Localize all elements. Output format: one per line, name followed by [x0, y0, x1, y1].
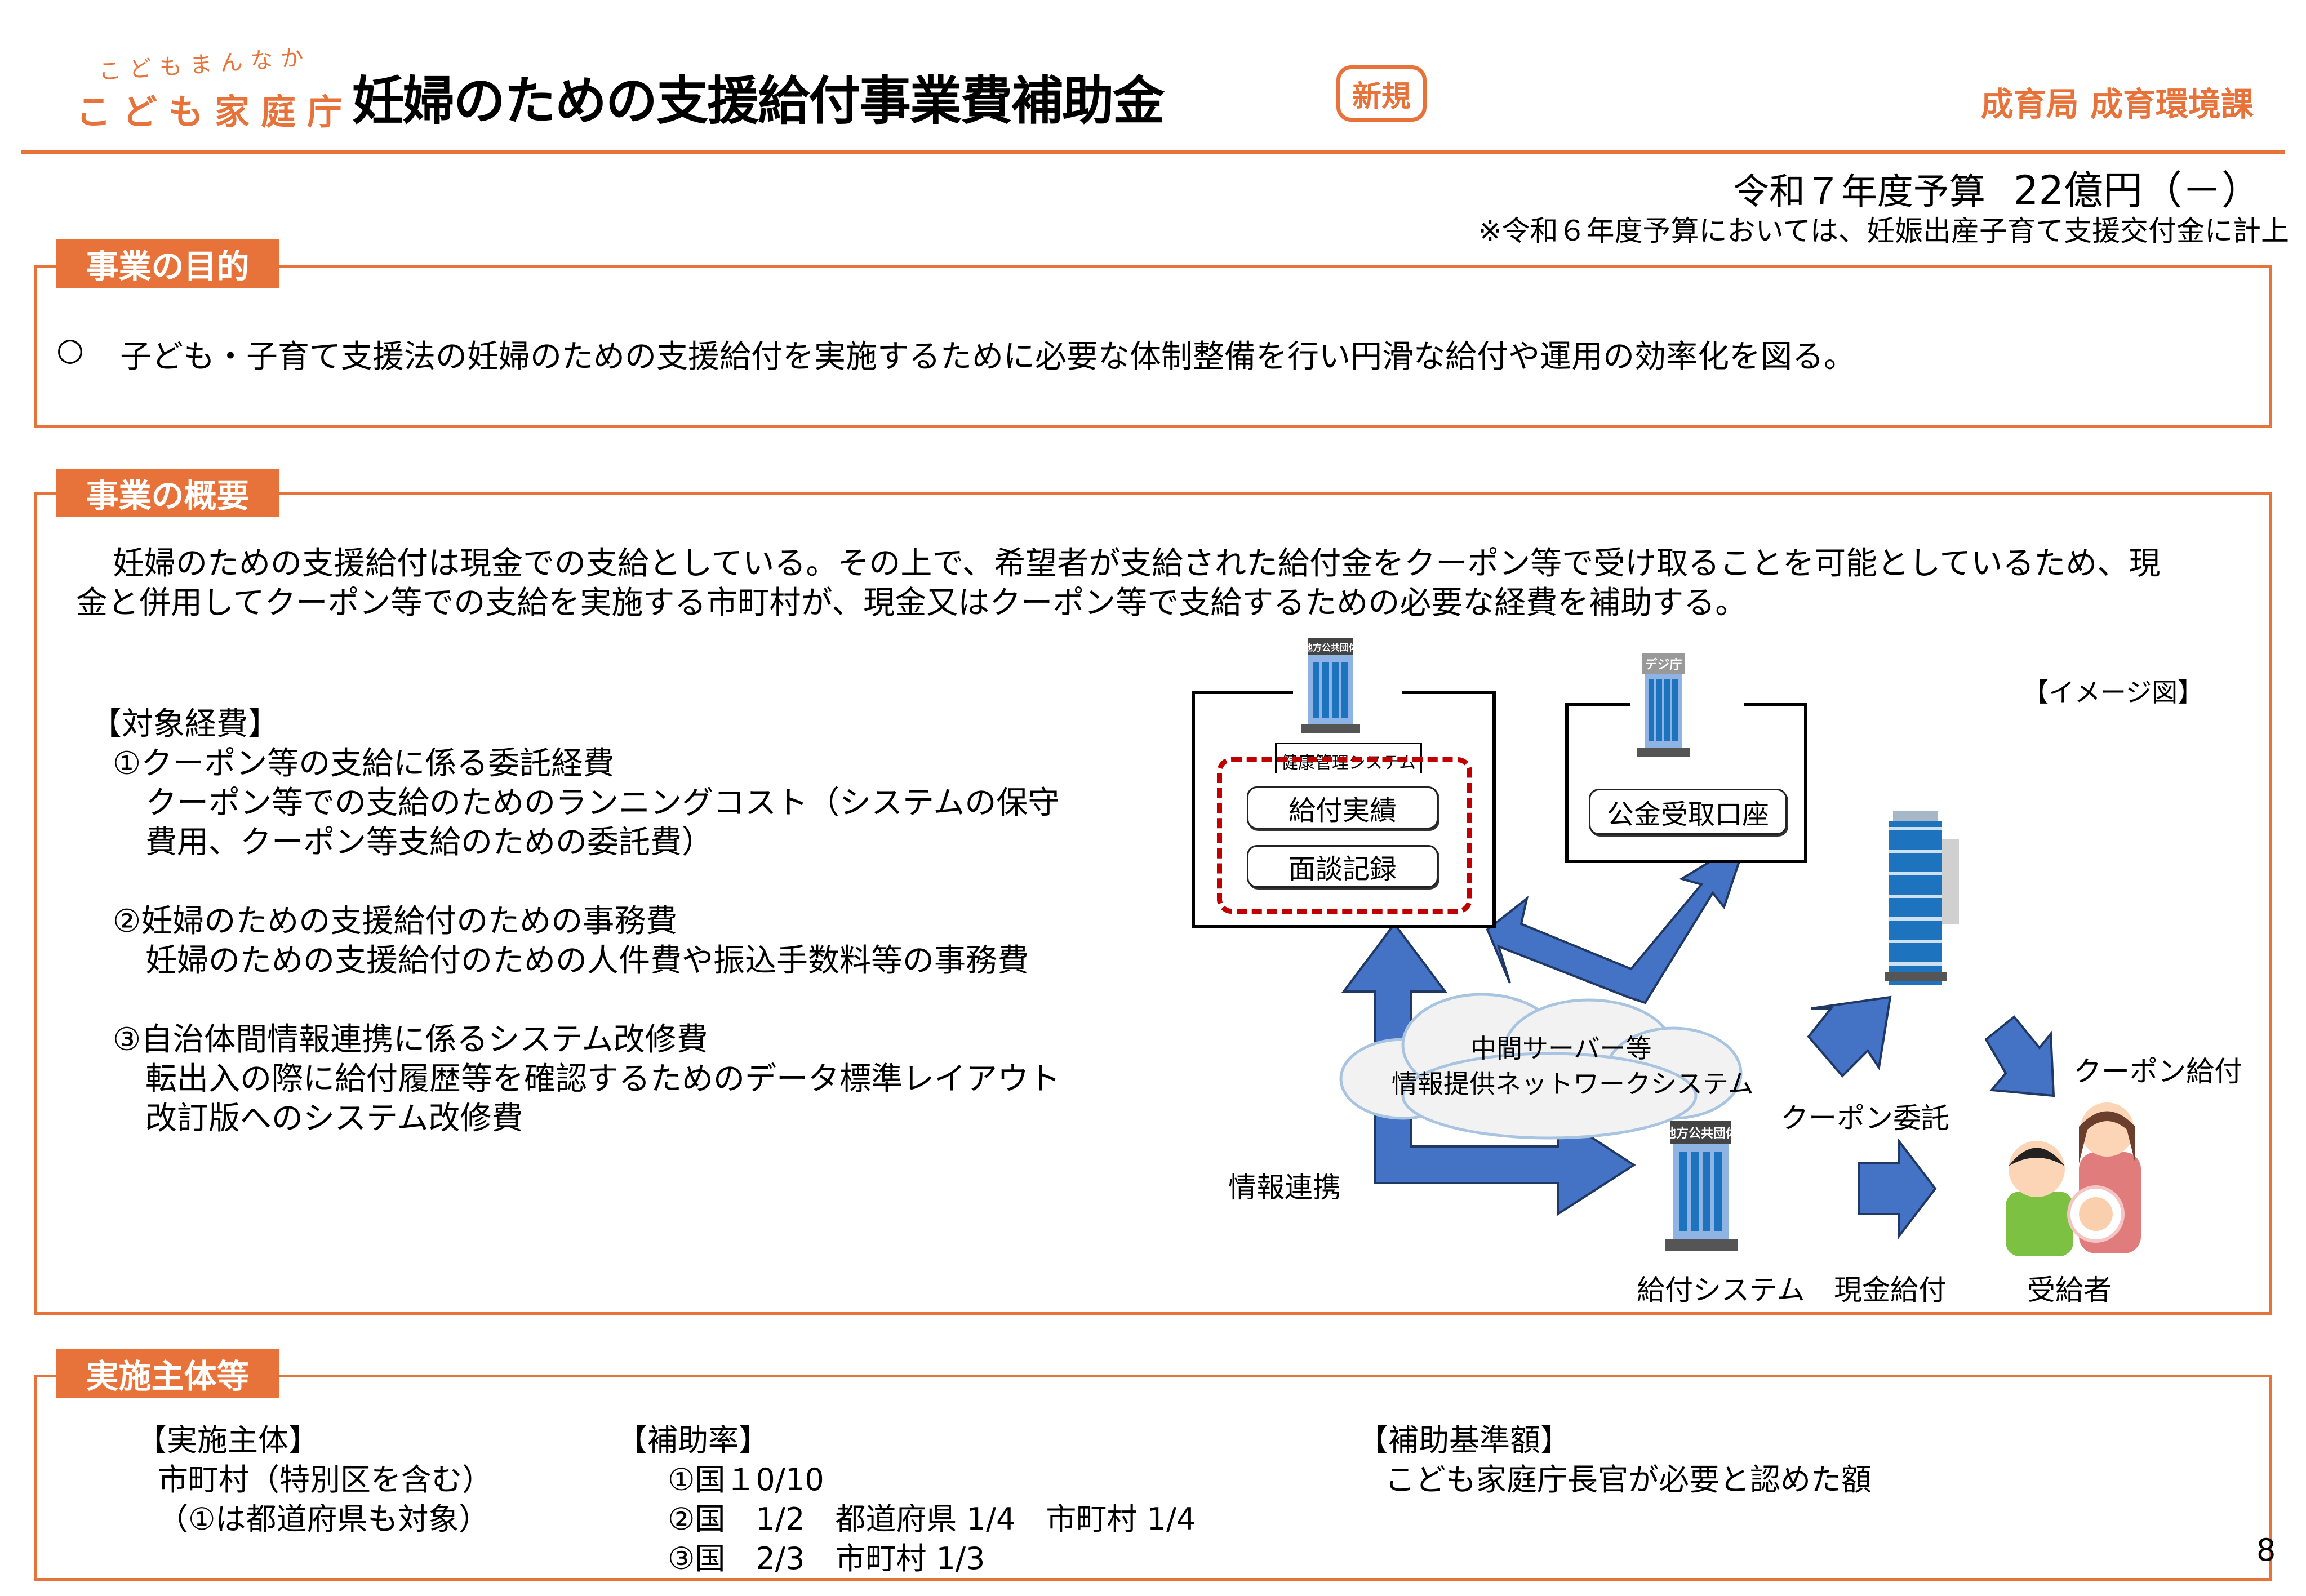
- cloud-label-line2: 情報提供ネットワークシステム: [1392, 1069, 1754, 1099]
- expenses-heading: 【対象経費】: [90, 706, 279, 743]
- expense-1-line2: 費用、クーポン等支給のための委託費）: [145, 824, 713, 861]
- info-link-label: 情報連携: [1228, 1171, 1341, 1204]
- recipient-family-icon: [2006, 1102, 2141, 1256]
- info-link-arrow: [1341, 922, 1636, 1216]
- expense-1-title: ①クーポン等の支給に係る委託経費: [113, 745, 615, 782]
- purpose-label: 事業の目的: [56, 239, 279, 288]
- box-top-right-edge: [1402, 691, 1496, 694]
- budget-label: 令和７年度予算: [1732, 171, 1985, 213]
- interview-record-box: 面談記録: [1247, 845, 1438, 888]
- digital-agency-box: [1565, 703, 1807, 863]
- expense-3-line1: 転出入の際に給付履歴等を確認するためのデータ標準レイアウト: [145, 1061, 1060, 1097]
- rate-line-3: ③国 2/3 市町村 1/3: [668, 1541, 985, 1576]
- budget-line: 令和７年度予算 22億円（－）: [1733, 159, 2261, 216]
- overview-section: [34, 492, 2272, 1315]
- overview-paragraph-line1: 妊婦のための支援給付は現金での支給としている。その上で、希望者が支給された給付金…: [113, 545, 2161, 582]
- implementation-label: 実施主体等: [56, 1349, 279, 1398]
- expense-3-title: ③自治体間情報連携に係るシステム改修費: [113, 1021, 708, 1058]
- expense-3-line2: 改訂版へのシステム改修費: [145, 1100, 523, 1137]
- coupon-benefit-arrow: [1984, 1015, 2055, 1097]
- cloud-icon: [1339, 993, 1743, 1140]
- rate-line-2: ②国 1/2 都道府県 1/4 市町村 1/4: [668, 1501, 1196, 1537]
- rate-line-1: ①国１0/10: [668, 1462, 824, 1497]
- recipient-label: 受給者: [2027, 1274, 2112, 1306]
- expense-2-line1: 妊婦のための支援給付のための人件費や振込手数料等の事務費: [145, 943, 1029, 979]
- entity-line-1: 市町村（特別区を含む）: [158, 1462, 492, 1497]
- benefit-system-label: 給付システム: [1637, 1274, 1805, 1306]
- budget-note: ※令和６年度予算においては、妊娠出産子育て支援交付金に計上: [1478, 215, 2289, 247]
- box-top-left-edge: [1192, 691, 1293, 694]
- department-label: 成育局 成育環境課: [1980, 85, 2254, 123]
- benefit-record-box: 給付実績: [1247, 786, 1438, 829]
- new-badge: 新規: [1336, 65, 1427, 122]
- cash-benefit-label: 現金給付: [1834, 1274, 1947, 1306]
- standard-heading: 【補助基準額】: [1358, 1422, 1571, 1458]
- public-account-box: 公金受取口座: [1589, 789, 1787, 835]
- entity-heading: 【実施主体】: [136, 1422, 319, 1458]
- purpose-bullet: ○: [56, 331, 84, 368]
- health-system-box: [1217, 757, 1472, 914]
- cloud-label-line1: 中間サーバー等: [1470, 1033, 1652, 1064]
- agency-logo: こども家庭庁: [76, 91, 354, 132]
- budget-amount: 22億円（－）: [2013, 167, 2261, 214]
- purpose-section: [34, 265, 2272, 428]
- box-top-left-edge: [1565, 703, 1630, 706]
- expense-2-title: ②妊婦のための支援給付のための事務費: [113, 903, 678, 940]
- page-number: 8: [2256, 1532, 2276, 1568]
- purpose-text: 子ども・子育て支援法の妊婦のための支援給付を実施するために必要な体制整備を行い円…: [120, 339, 1855, 375]
- cash-benefit-arrow: [1858, 1137, 1937, 1240]
- entity-line-2: （①は都道府県も対象）: [158, 1501, 490, 1537]
- page-title: 妊婦のための支援給付事業費補助金: [352, 71, 1165, 131]
- implementation-bottom-rule: [34, 1578, 2272, 1581]
- overview-paragraph-line2: 金と併用してクーポン等での支給を実施する市町村が、現金又はクーポン等で支給するた…: [76, 585, 1747, 621]
- implementation-section: [34, 1375, 2272, 1581]
- rate-heading: 【補助率】: [617, 1422, 769, 1458]
- expense-1-line1: クーポン等での支給のためのランニングコスト（システムの保守: [145, 785, 1060, 821]
- header-divider: [21, 150, 2285, 154]
- account-link-arrow: [1486, 837, 1749, 1004]
- standard-line-1: こども家庭庁長官が必要と認めた額: [1385, 1462, 1872, 1497]
- coupon-consign-arrow: [1807, 995, 1892, 1078]
- image-label: 【イメージ図】: [2023, 677, 2204, 708]
- box-top-right-edge: [1744, 703, 1807, 706]
- overview-label: 事業の概要: [56, 469, 279, 517]
- coupon-benefit-label: クーポン給付: [2073, 1055, 2242, 1088]
- coupon-consign-label: クーポン委託: [1780, 1102, 1949, 1135]
